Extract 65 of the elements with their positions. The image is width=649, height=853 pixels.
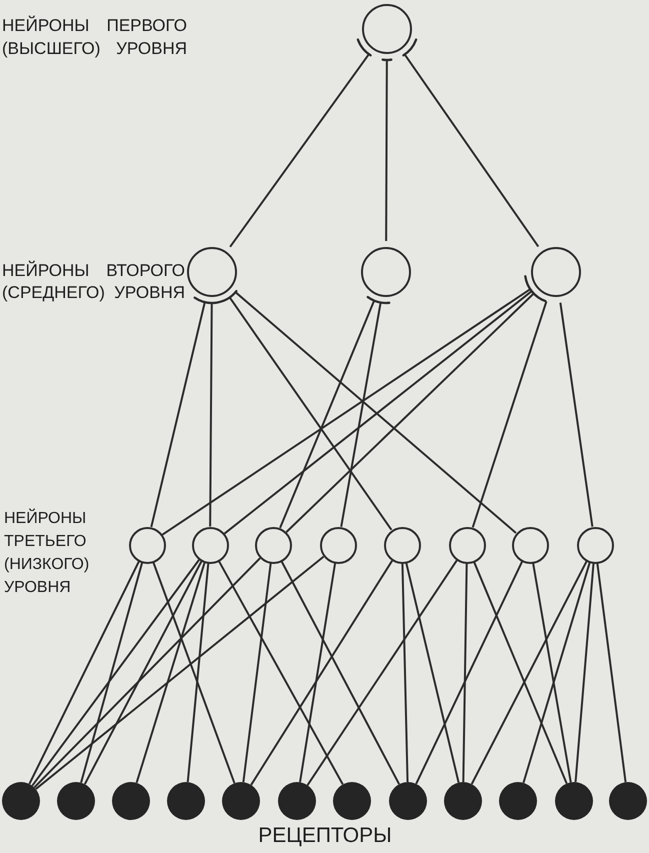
connection-line	[80, 562, 144, 783]
connection-line	[596, 563, 627, 782]
neuron-circle	[187, 247, 237, 297]
connection-line	[209, 303, 213, 526]
connection-line	[250, 560, 393, 786]
connection-line	[340, 302, 382, 527]
connection-line	[229, 54, 370, 248]
connection-line	[28, 561, 140, 784]
connection-line	[152, 562, 236, 784]
receptor-circle	[112, 782, 150, 820]
level-label: НЕЙРОНЫ ТРЕТЬЕГО (НИЗКОГО) УРОВНЯ	[4, 508, 90, 598]
receptor-circle	[167, 782, 205, 820]
receptor-circle	[278, 782, 316, 820]
neuron-circle	[531, 247, 581, 297]
level-label: НЕЙРОНЫ ПЕРВОГО (ВЫСШЕГО) УРОВНЯ	[2, 14, 187, 60]
neuron-circle	[512, 526, 548, 564]
connection-line	[136, 562, 206, 784]
connection-line	[559, 302, 594, 527]
connection-line	[286, 292, 534, 533]
neuron-circle	[361, 247, 411, 297]
connection-line	[299, 563, 336, 782]
receptor-circle	[609, 782, 647, 820]
connection-line	[401, 563, 409, 782]
connection-line	[280, 560, 400, 785]
receptor-circle	[2, 782, 40, 820]
connection-line	[385, 60, 388, 241]
connection-line	[574, 563, 594, 782]
connection-line	[218, 560, 344, 785]
level-label: НЕЙРОНЫ ВТОРОГО (СРЕДНЕГО) УРОВНЯ	[2, 260, 185, 304]
connection-line	[473, 562, 568, 784]
connection-line	[228, 296, 392, 530]
neuron-circle	[576, 526, 614, 564]
connection-line	[470, 560, 588, 785]
neuron-circle	[128, 526, 166, 564]
receptor-circle	[444, 782, 482, 820]
receptor-circle	[333, 782, 371, 820]
neuron-circle	[254, 526, 292, 564]
connection-line	[34, 557, 261, 788]
receptor-circle	[222, 782, 260, 820]
connection-line	[404, 54, 540, 248]
connection-line	[462, 563, 468, 782]
neuron-circle	[320, 526, 356, 564]
receptor-circle	[555, 782, 593, 820]
connection-line	[522, 562, 591, 784]
connection-line	[279, 300, 376, 528]
neuron-circle	[362, 4, 412, 54]
connection-line	[186, 563, 210, 782]
receptor-circle	[57, 782, 95, 820]
connection-line	[405, 562, 460, 783]
connection-line	[31, 559, 200, 786]
connection-line	[306, 560, 458, 786]
neuron-circle	[448, 526, 486, 564]
connection-line	[162, 288, 531, 536]
connection-line	[35, 556, 324, 790]
neuron-circle	[384, 526, 420, 564]
connection-line	[415, 561, 523, 784]
receptor-circle	[499, 782, 537, 820]
connection-line	[532, 563, 572, 782]
receptor-circle	[389, 782, 427, 820]
connection-line	[242, 563, 272, 782]
connection-line	[472, 301, 548, 528]
connection-line	[84, 560, 202, 785]
level-label: РЕЦЕПТОРЫ	[257, 824, 393, 848]
neuron-circle	[192, 526, 228, 564]
connection-line	[150, 302, 206, 528]
